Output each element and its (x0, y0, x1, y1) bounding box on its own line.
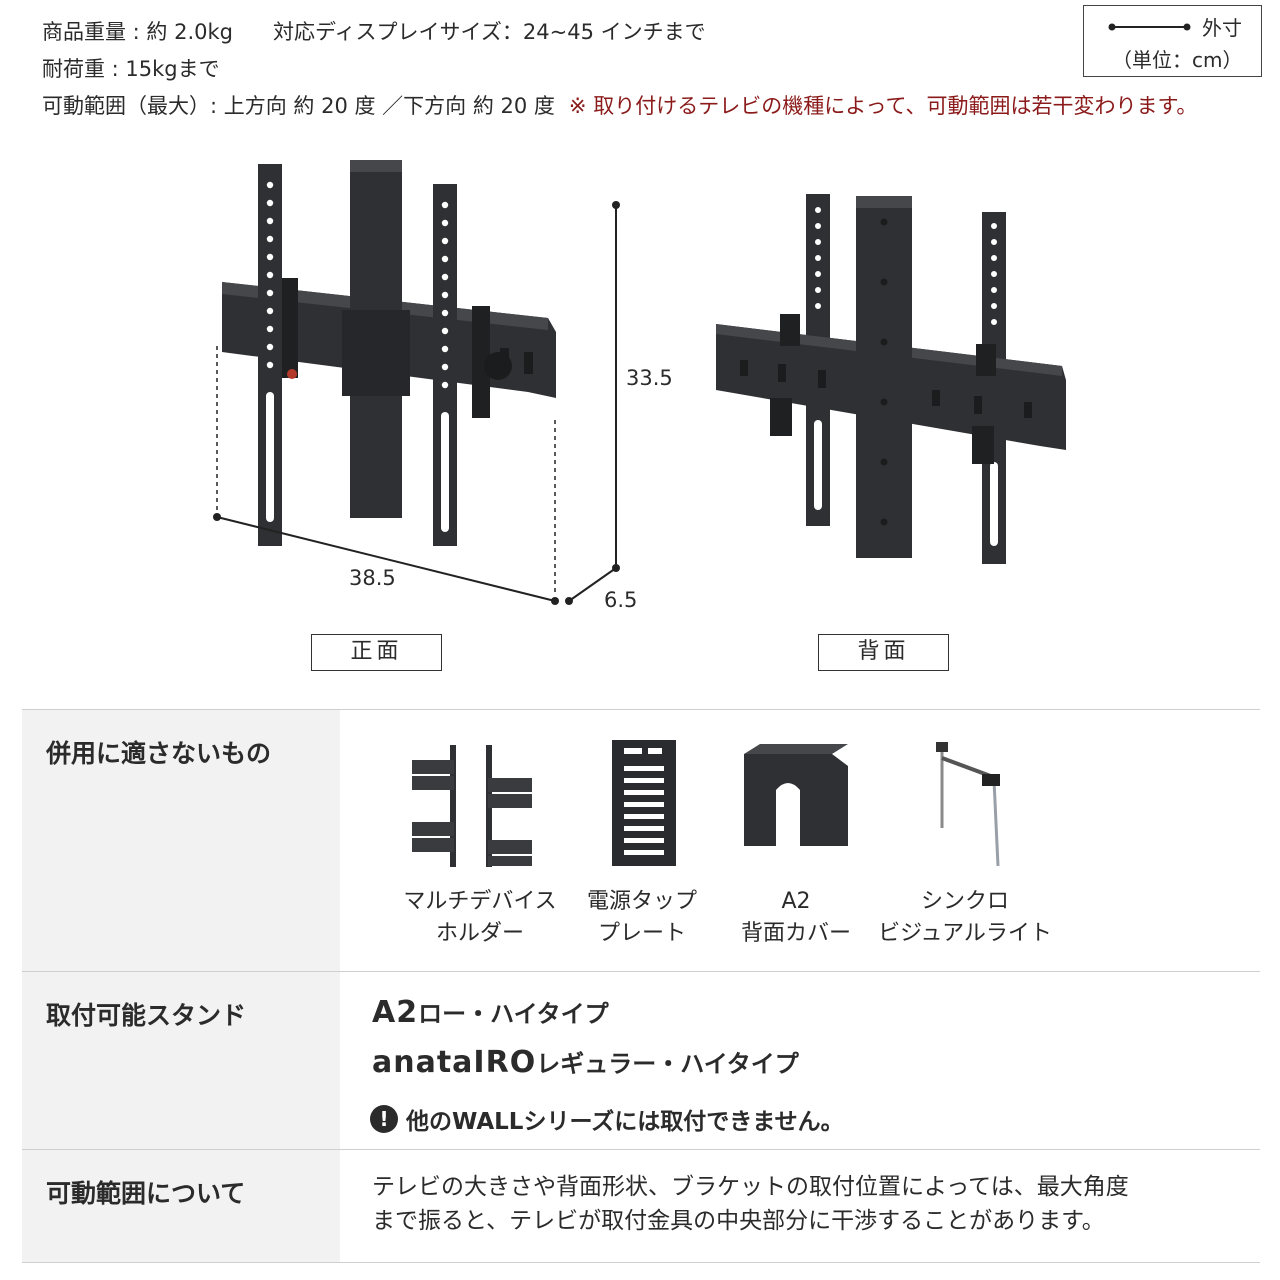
spec-block: 商品重量 : 約 2.0kg 対応ディスプレイサイズ：24~45 インチまで 耐荷… (42, 14, 1197, 125)
back-view-caption: 背面 (818, 634, 949, 671)
multi-device-holder-icon (412, 745, 532, 867)
spec-weight: 商品重量 : 約 2.0kg (42, 20, 233, 44)
compatible-stands-row: 取付可能スタンド A2ロー・ハイタイプ anataIROレギュラー・ハイタイプ … (22, 972, 1260, 1150)
info-table: 併用に適さないもの マルチデバイス ホルダー (22, 709, 1260, 1263)
stand-brand-a2: A2 (372, 995, 419, 1030)
exclamation-icon: ! (370, 1105, 398, 1133)
dimension-lines (213, 201, 620, 605)
product-figure (213, 160, 1066, 605)
stand-type-anatairo: レギュラー・ハイタイプ (536, 1050, 799, 1078)
accessory-label-line2: 背面カバー (740, 921, 851, 946)
accessory-label-line1: A2 (781, 889, 811, 914)
accessory-label-line2: ビジュアルライト (878, 921, 1052, 946)
dimension-legend: 外寸 （単位：cm） (1083, 5, 1262, 77)
spec-load: 耐荷重 : 15kgまで (42, 57, 220, 81)
spec-row-3: 可動範囲（最大）: 上方向 約 20 度 ／下方向 約 20 度 ※ 取り付けるテ… (42, 88, 1197, 125)
tilt-range-line1: テレビの大きさや背面形状、ブラケットの取付位置によっては、最大角度 (372, 1174, 1129, 1200)
legend-outer-label: 外寸 (1202, 16, 1242, 40)
accessory-label-line2: ホルダー (435, 921, 524, 946)
spec-row-1: 商品重量 : 約 2.0kg 対応ディスプレイサイズ：24~45 インチまで (42, 14, 1197, 51)
tilt-range-body: テレビの大きさや背面形状、ブラケットの取付位置によっては、最大角度 まで振ると、… (340, 1150, 1260, 1262)
accessory-label-line1: マルチデバイス (403, 889, 557, 914)
accessory-label: マルチデバイス ホルダー (370, 886, 590, 950)
back-bracket-illustration (716, 194, 1066, 564)
accessory-label-line1: 電源タップ (586, 889, 697, 914)
width-dimension-label: 38.5 (349, 566, 396, 590)
compatibility-warning: ! 他のWALLシリーズには取付できません。 (370, 1102, 844, 1136)
accessory-label: 電源タップ プレート (572, 886, 712, 950)
tilt-range-row: 可動範囲について テレビの大きさや背面形状、ブラケットの取付位置によっては、最大… (22, 1150, 1260, 1263)
spec-tilt-note: ※ 取り付けるテレビの機種によって、可動範囲は若干変わります。 (568, 94, 1198, 118)
synchro-visual-light-icon (936, 742, 1000, 867)
depth-dimension-label: 6.5 (604, 588, 638, 612)
accessory-label: A2 背面カバー (726, 886, 866, 950)
incompatible-row: 併用に適さないもの マルチデバイス ホルダー (22, 710, 1260, 972)
front-view-caption: 正面 (311, 634, 442, 671)
spec-tilt-range: 可動範囲（最大）: 上方向 約 20 度 ／下方向 約 20 度 (42, 94, 555, 118)
accessory-label-line2: プレート (597, 921, 686, 946)
legend-unit-label: （単位：cm） (1112, 48, 1243, 72)
power-tap-plate-icon (612, 740, 676, 866)
tilt-range-line2: まで振ると、テレビが取付金具の中央部分に干渉することがあります。 (372, 1208, 1105, 1234)
front-bracket-illustration (222, 160, 556, 546)
tilt-range-heading: 可動範囲について (22, 1150, 340, 1262)
warning-text: 他のWALLシリーズには取付できません。 (406, 1109, 844, 1135)
compatible-stands-body: A2ロー・ハイタイプ anataIROレギュラー・ハイタイプ ! 他のWALLシ… (340, 972, 1260, 1149)
compatible-stands-heading: 取付可能スタンド (22, 972, 340, 1149)
incompatible-items: マルチデバイス ホルダー 電源タップ (340, 710, 1260, 971)
spec-display-size: 対応ディスプレイサイズ：24~45 インチまで (273, 20, 706, 44)
accessory-label-line1: シンクロ (920, 889, 1009, 914)
stand-line-a2: A2ロー・ハイタイプ (372, 994, 609, 1030)
accessory-label: シンクロ ビジュアルライト (870, 886, 1060, 950)
height-dimension-label: 33.5 (626, 366, 673, 390)
stand-line-anatairo: anataIROレギュラー・ハイタイプ (372, 1044, 799, 1080)
tilt-range-description: テレビの大きさや背面形状、ブラケットの取付位置によっては、最大角度 まで振ると、… (372, 1170, 1129, 1238)
a2-back-cover-icon (744, 744, 848, 846)
dimension-line-icon (1108, 23, 1191, 31)
incompatible-heading: 併用に適さないもの (22, 710, 340, 971)
stand-type-a2: ロー・ハイタイプ (418, 1000, 609, 1028)
stand-brand-anatairo: anataIRO (372, 1045, 537, 1080)
